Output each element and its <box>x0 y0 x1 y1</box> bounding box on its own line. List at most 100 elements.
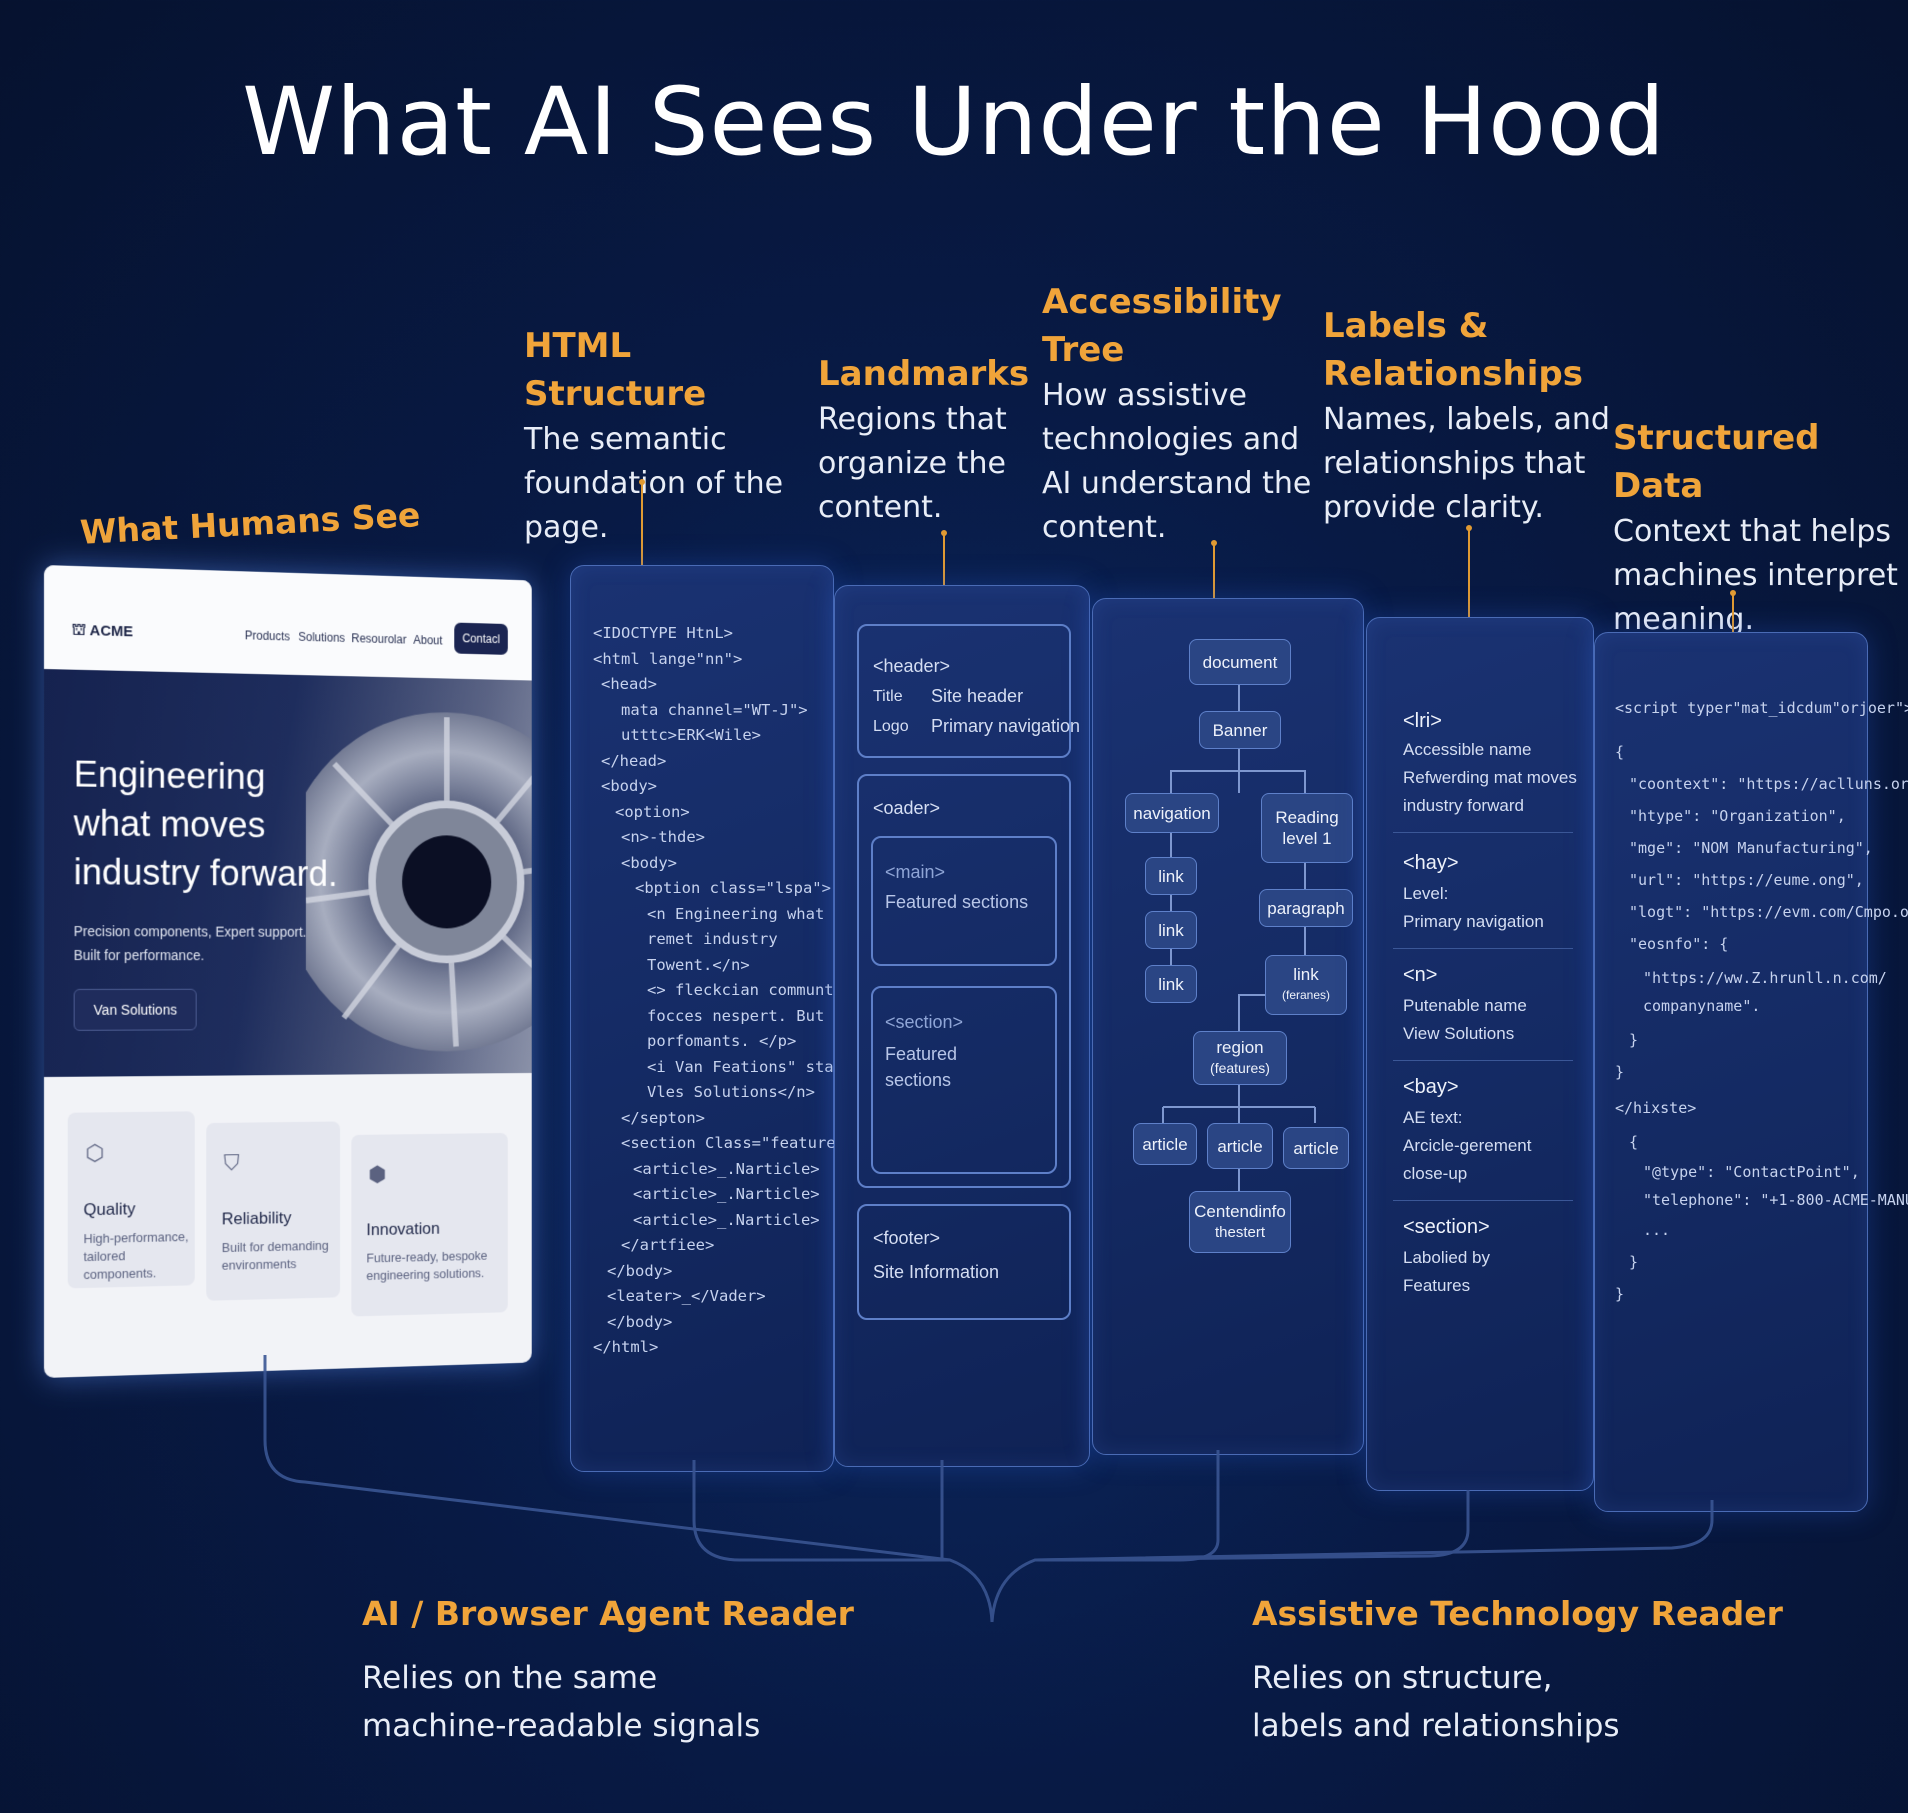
layer-desc-line: content. <box>818 490 943 525</box>
label-tag: <bay> <box>1403 1076 1459 1098</box>
layer-desc-line: The semantic <box>524 422 727 457</box>
tree-node-document: document <box>1189 639 1291 685</box>
label-line: Primary navigation <box>1403 912 1544 931</box>
code-line: mata channel="WT-J"> <box>621 700 808 719</box>
tree-node-article: article <box>1133 1123 1197 1165</box>
label-line: Features <box>1403 1276 1471 1295</box>
json-line: "coontext": "https://aclluns.org", <box>1629 775 1908 793</box>
json-line: } <box>1629 1253 1639 1271</box>
main-landmark: <main> Featured sections <box>871 836 1057 966</box>
code-line: </head> <box>601 751 667 770</box>
json-line: ... <box>1643 1221 1671 1239</box>
json-line: "@type": "ContactPoint", <box>1643 1163 1860 1181</box>
divider <box>1393 1200 1573 1201</box>
landmarks-panel: <header> Title Site header Logo Primary … <box>834 585 1090 1467</box>
ai-reader-caption: AI / Browser Agent Reader Relies on the … <box>362 1590 922 1750</box>
divider <box>1393 948 1573 949</box>
json-line: "mge": "NOM Manufacturing", <box>1629 839 1873 857</box>
landmark-text: Featured sections <box>885 892 1029 912</box>
website-mock: ⛫ ACME Products Solutions Resourolar Abo… <box>44 565 532 1378</box>
reader-heading: Assistive Technology Reader <box>1252 1594 1783 1633</box>
reader-heading: AI / Browser Agent Reader <box>362 1594 854 1633</box>
landmark-label: Title <box>873 688 903 705</box>
json-line: { <box>1615 743 1625 761</box>
code-line: focces nespert. But it for <box>647 1006 890 1025</box>
reader-line: Relies on the same <box>362 1660 658 1696</box>
json-line: } <box>1615 1063 1625 1081</box>
label-line: industry forward <box>1403 796 1524 815</box>
tree-node-paragraph: paragraph <box>1259 889 1353 927</box>
label-line: Refwerding mat moves <box>1403 768 1577 787</box>
html-structure-panel: <IDOCTYPE HtnL><html lange"nn"><head>mat… <box>570 565 908 1472</box>
reader-line: labels and relationships <box>1252 1708 1620 1744</box>
layer-desc-line: provide clarity. <box>1323 490 1544 525</box>
label-tag: <section> <box>1403 1216 1490 1238</box>
layer-labels-caption: Labels & Relationships Names, labels, an… <box>1323 302 1623 530</box>
layer-heading: Structured Data <box>1613 418 1820 506</box>
landmark-tag: <oader> <box>873 798 941 818</box>
landmark-value: Primary navigation <box>931 716 1081 736</box>
layer-desc-line: Names, labels, and <box>1323 402 1610 437</box>
label-line: AE text: <box>1403 1108 1463 1127</box>
landmark-tag: <main> <box>885 862 946 882</box>
landmark-tag: <footer> <box>873 1228 941 1248</box>
code-line: <body> <box>601 777 657 795</box>
label-tag: <hay> <box>1403 852 1459 874</box>
at-reader-caption: Assistive Technology Reader Relies on st… <box>1252 1590 1872 1750</box>
code-line: Vles Solutions</n> <box>647 1083 815 1101</box>
landmark-text: Site Information <box>873 1262 1000 1282</box>
landmark-tag: <section> <box>885 1012 964 1032</box>
layer-structured-caption: Structured Data Context that helps machi… <box>1613 414 1903 642</box>
labels-panel: <lri> Accessible name Refwerding mat mov… <box>1366 617 1594 1491</box>
tree-node-link: link <box>1145 857 1197 895</box>
footer-landmark: <footer> Site Information <box>857 1204 1071 1320</box>
tree-node-text: link <box>1293 965 1319 984</box>
turbine-image <box>305 685 532 1077</box>
code-line: <html lange"nn"> <box>593 649 743 668</box>
code-line: <article>_.Narticle> <box>633 1210 820 1229</box>
reader-line: Relies on structure, <box>1252 1660 1553 1696</box>
code-line: <n>-thde> <box>621 828 705 846</box>
code-line: Towent.</n> <box>647 955 750 974</box>
json-line: </hixste> <box>1615 1099 1697 1117</box>
label-line: Labolied by <box>1403 1248 1490 1267</box>
tree-node-navigation: navigation <box>1125 793 1219 833</box>
json-line: { <box>1629 1133 1639 1151</box>
json-line: } <box>1629 1031 1639 1049</box>
layer-desc-line: technologies and <box>1042 422 1300 457</box>
tree-node-article: article <box>1283 1127 1349 1169</box>
tree-node-region: region (features) <box>1193 1031 1287 1085</box>
code-line: <article>_.Narticle> <box>633 1185 820 1203</box>
json-line: "logt": "https://evm.com/Cmpo.org", <box>1629 903 1908 921</box>
layer-desc-line: page. <box>524 510 609 545</box>
layer-heading: HTML Structure <box>524 326 707 414</box>
code-line: <> fleckcian communts. <box>647 981 853 999</box>
landmark-tag: <header> <box>873 656 951 676</box>
json-line: "eosnfo": { <box>1629 935 1729 953</box>
tree-node-text: (features) <box>1210 1060 1270 1076</box>
code-line: <head> <box>601 675 657 693</box>
json-line: "telephone": "+1-800-ACME-MANU", <box>1643 1191 1908 1209</box>
code-line: </artfiee> <box>621 1236 715 1254</box>
code-line: </html> <box>593 1338 659 1356</box>
layer-heading: Landmarks <box>818 354 1030 394</box>
json-line: companyname". <box>1643 997 1761 1015</box>
divider <box>1393 1060 1573 1061</box>
site-hero: Engineering what moves industry forward.… <box>44 669 532 1077</box>
layer-html-caption: HTML Structure The semantic foundation o… <box>524 322 804 550</box>
tree-node-link-features: link (feranes) <box>1265 955 1347 1015</box>
code-line: <option> <box>615 802 690 821</box>
code-line: <bption class="lspa"> <box>635 879 831 897</box>
label-line: Accessible name <box>1403 740 1532 759</box>
tree-node-text: level 1 <box>1282 829 1332 848</box>
tree-node-text: thestert <box>1214 1224 1266 1241</box>
layer-desc-line: organize the <box>818 446 1006 481</box>
code-line: </septon> <box>621 1108 705 1127</box>
label-line: Level: <box>1403 884 1449 903</box>
code-line: <section Class="features"> <box>621 1134 864 1152</box>
layer-desc-line: How assistive <box>1042 378 1247 413</box>
layer-desc-line: machines interpret <box>1613 558 1898 593</box>
tree-node-article: article <box>1207 1123 1273 1169</box>
label-tag: <n> <box>1403 964 1438 986</box>
layer-desc-line: meaning. <box>1613 602 1755 637</box>
